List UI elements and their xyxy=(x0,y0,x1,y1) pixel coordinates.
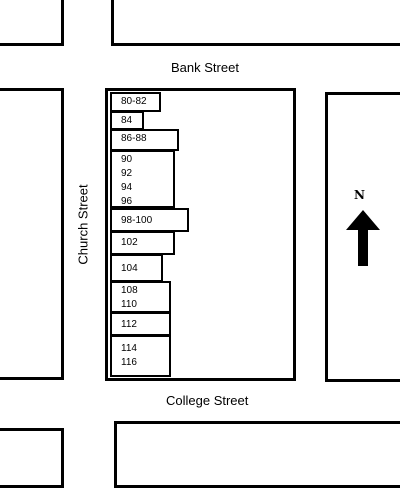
lot-98-100: 98-100 xyxy=(110,208,189,232)
lot-114-116: 114 116 xyxy=(110,335,171,377)
lot-label: 104 xyxy=(121,263,138,274)
north-letter: N xyxy=(354,188,365,202)
lot-86-88: 86-88 xyxy=(110,129,179,151)
lot-label: 96 xyxy=(121,196,133,207)
lot-label: 114 xyxy=(121,343,137,354)
lot-label: 80-82 xyxy=(121,96,147,107)
lot-label: 84 xyxy=(121,115,133,126)
lot-112: 112 xyxy=(110,312,171,336)
block-bottom-left xyxy=(0,428,64,488)
lot-90-96: 90 92 94 96 xyxy=(110,150,175,208)
lot-label: 108 xyxy=(121,285,138,296)
lot-84: 84 xyxy=(110,111,144,130)
lot-108-110: 108 110 xyxy=(110,281,171,313)
street-label-church: Church Street xyxy=(75,184,91,265)
lot-label: 90 xyxy=(121,154,133,165)
lot-102: 102 xyxy=(110,231,175,255)
block-top-left xyxy=(0,0,64,46)
lot-label: 86-88 xyxy=(121,133,147,144)
north-arrow-icon xyxy=(346,210,380,266)
block-west xyxy=(0,88,64,380)
lot-label: 98-100 xyxy=(121,215,153,226)
lot-80-82: 80-82 xyxy=(110,92,161,112)
street-label-college: College Street xyxy=(166,393,249,408)
lot-label: 112 xyxy=(121,319,137,330)
lot-label: 94 xyxy=(121,182,133,193)
block-top-right xyxy=(111,0,400,46)
street-label-bank: Bank Street xyxy=(171,60,239,75)
lot-104: 104 xyxy=(110,254,163,282)
block-bottom-right xyxy=(114,421,400,488)
lot-label: 102 xyxy=(121,237,138,248)
lot-label: 110 xyxy=(121,299,137,310)
lot-label: 92 xyxy=(121,168,133,179)
lot-label: 116 xyxy=(121,357,137,368)
